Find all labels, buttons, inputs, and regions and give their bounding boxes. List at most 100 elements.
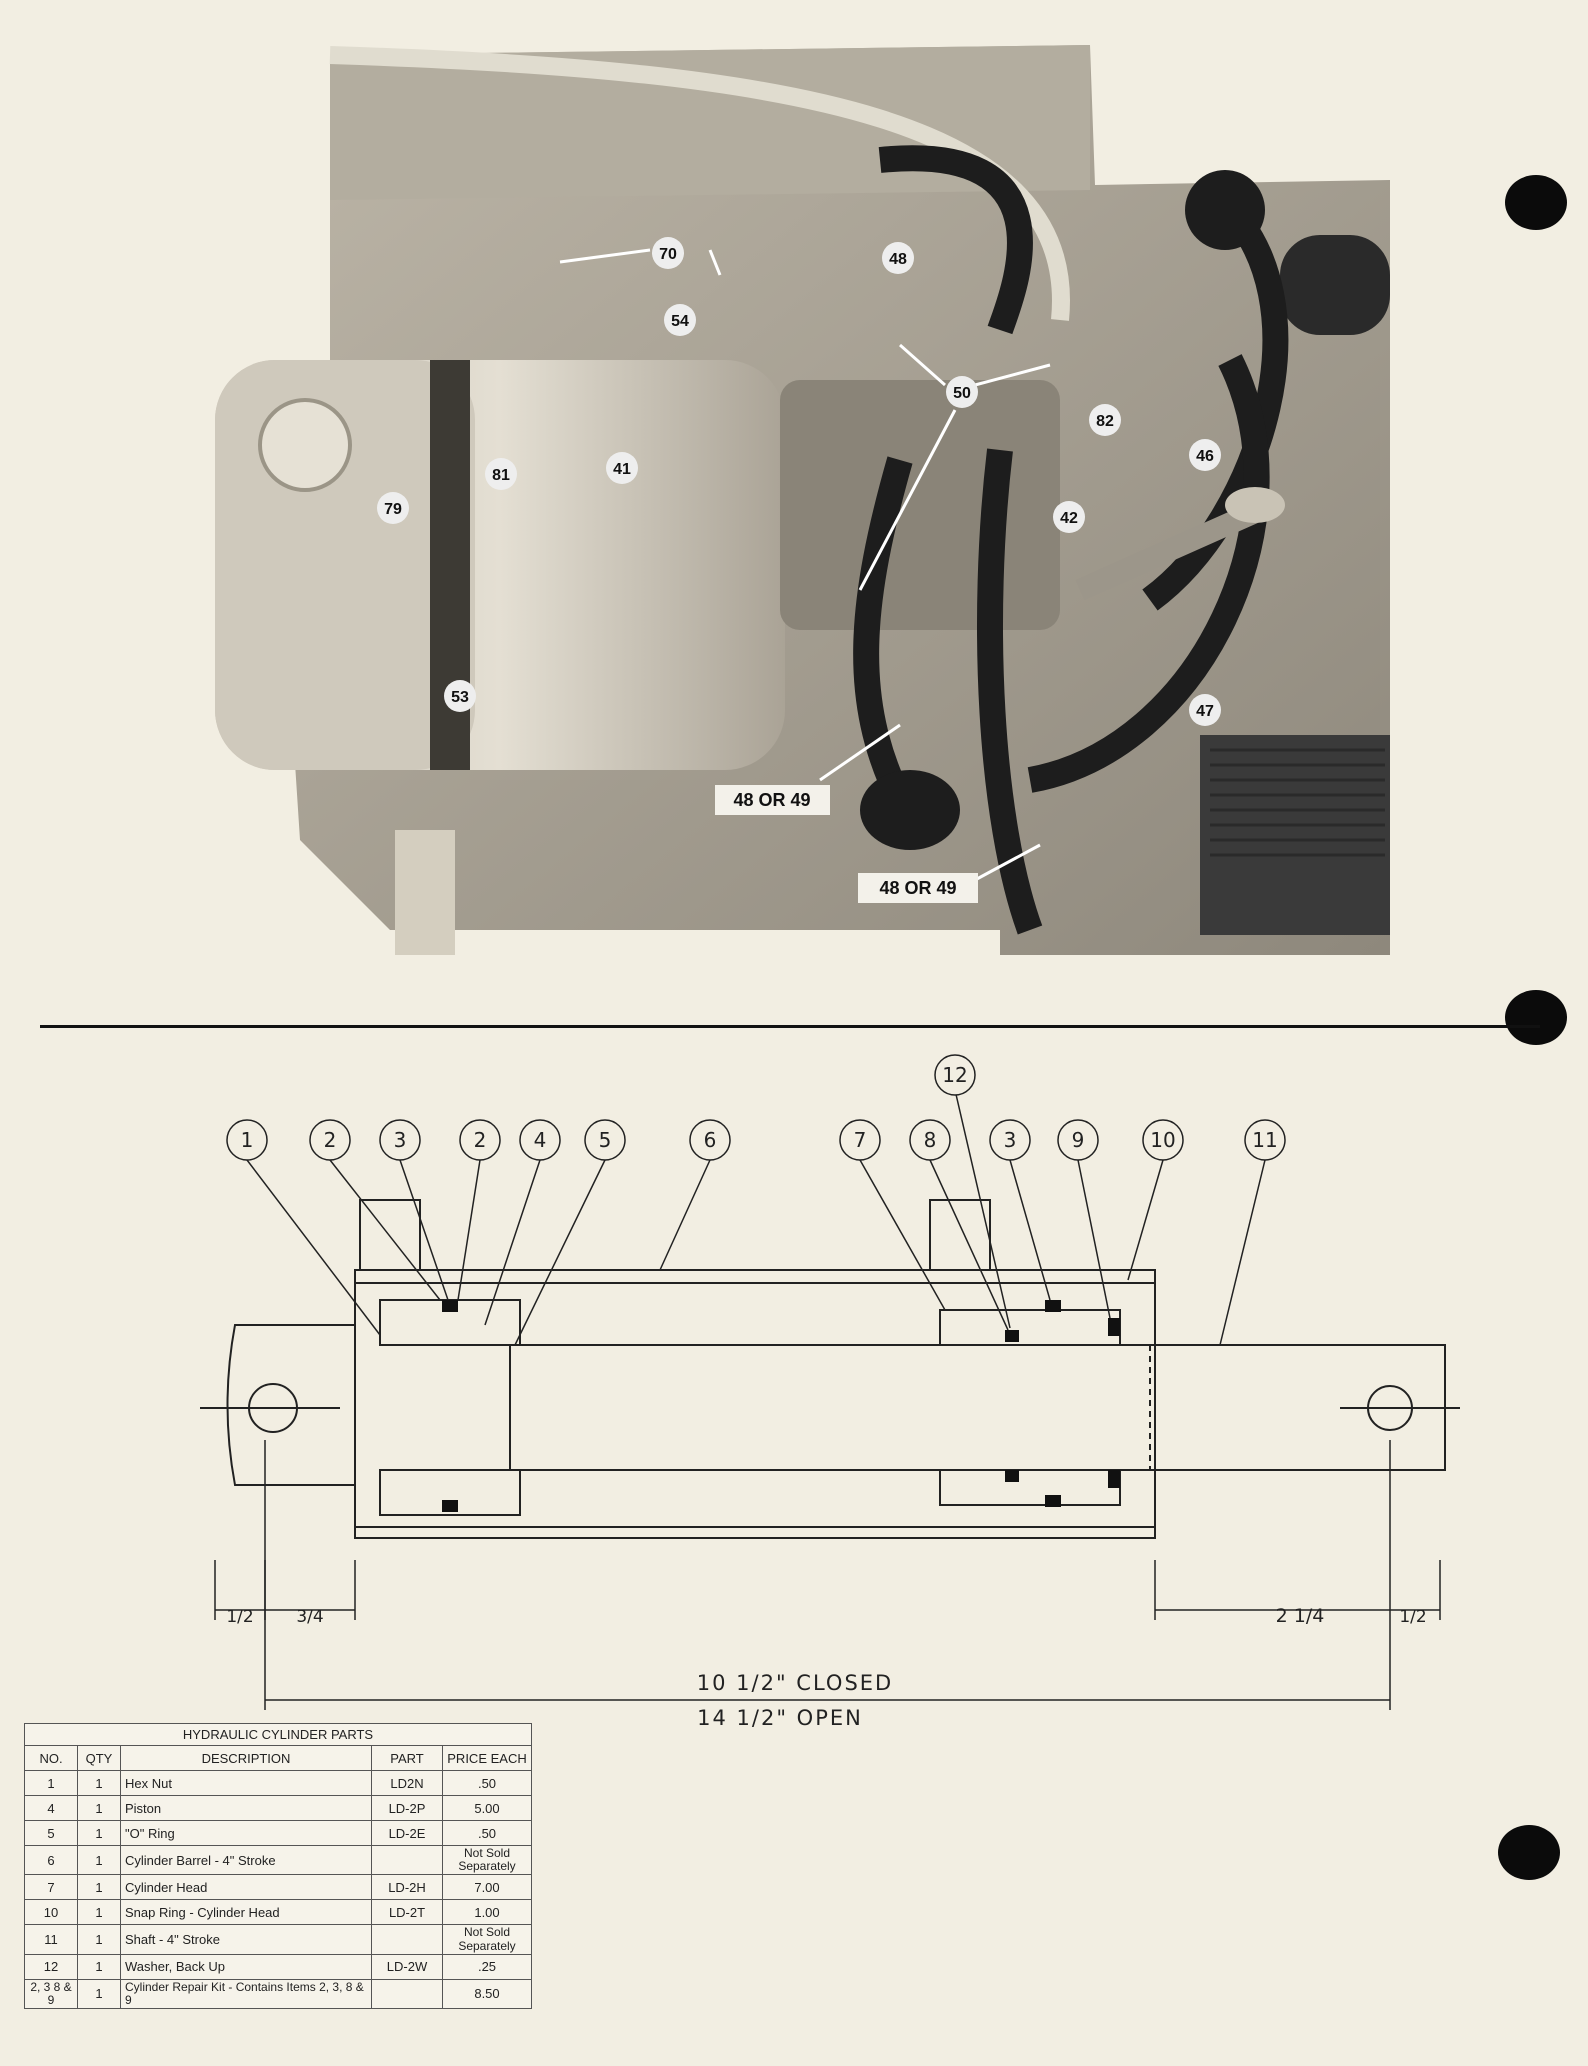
svg-text:8: 8: [924, 1128, 937, 1152]
cell-part: [371, 1844, 443, 1876]
cell-part: [371, 1924, 443, 1955]
cell-qty: 1: [77, 1978, 121, 2010]
svg-text:46: 46: [1196, 448, 1214, 465]
photo-callout-41: 41: [606, 452, 638, 484]
svg-text:4: 4: [534, 1128, 547, 1152]
cell-qty: 1: [77, 1874, 121, 1901]
section-divider: [40, 1025, 1540, 1028]
cell-price: 1.00: [442, 1899, 532, 1926]
svg-text:48 OR 49: 48 OR 49: [879, 878, 956, 898]
cell-qty: 1: [77, 1820, 121, 1846]
cell-no: 12: [24, 1953, 78, 1980]
binder-hole-top: [1505, 175, 1567, 230]
cell-price: 5.00: [442, 1795, 532, 1821]
svg-text:10 1/2" CLOSED: 10 1/2" CLOSED: [697, 1671, 893, 1695]
cell-no: 6: [24, 1844, 78, 1876]
svg-text:10: 10: [1150, 1128, 1175, 1152]
table-row: 5 1 "O" Ring LD-2E .50: [24, 1820, 532, 1846]
cell-description: Cylinder Head: [120, 1874, 372, 1901]
drawing-callout-9: 9: [1057, 1119, 1099, 1161]
photo-callout-42: 42: [1053, 501, 1085, 533]
drawing-callout-7: 7: [839, 1119, 881, 1161]
photo-callout-79: 79: [377, 492, 409, 524]
hydraulic-pump-photo: 70 48 54 50 82 46 41 81 79 42 53 47 48 O…: [215, 45, 1390, 955]
cell-qty: 1: [77, 1770, 121, 1796]
drawing-callout-3: 3: [379, 1119, 421, 1161]
photo-callout-82: 82: [1089, 404, 1121, 436]
photo-tag-48-or-49-a: 48 OR 49: [715, 723, 901, 815]
cell-description: Piston: [120, 1795, 372, 1821]
dim-right-half: 1/2: [1399, 1607, 1426, 1627]
svg-text:1/2: 1/2: [1399, 1607, 1426, 1627]
table-row: 1 1 Hex Nut LD2N .50: [24, 1770, 532, 1796]
cell-description: Washer, Back Up: [120, 1953, 372, 1980]
cell-price: 7.00: [442, 1874, 532, 1901]
cell-qty: 1: [77, 1795, 121, 1821]
svg-text:1/2: 1/2: [226, 1607, 253, 1627]
svg-text:9: 9: [1072, 1128, 1085, 1152]
svg-text:41: 41: [613, 461, 631, 478]
header-qty: QTY: [77, 1745, 121, 1771]
svg-text:12: 12: [942, 1063, 967, 1087]
svg-text:2: 2: [474, 1128, 487, 1152]
drawing-callout-6: 6: [689, 1119, 731, 1161]
dim-closed-length: 10 1/2" CLOSED: [697, 1671, 893, 1695]
cell-no: 1: [24, 1770, 78, 1796]
cell-description: Cylinder Barrel - 4" Stroke: [120, 1844, 372, 1876]
cell-price: .25: [442, 1953, 532, 1980]
drawing-callout-1: 1: [226, 1119, 268, 1161]
cell-qty: 1: [77, 1953, 121, 1980]
cell-part: LD-2E: [371, 1820, 443, 1846]
cell-part: LD2N: [371, 1770, 443, 1796]
drawing-callout-11: 11: [1244, 1119, 1286, 1161]
cell-price: Not Sold Separately: [442, 1924, 532, 1955]
drawing-callout-2: 2: [309, 1119, 351, 1161]
photo-callout-46: 46: [1189, 439, 1221, 471]
drawing-callout-4: 4: [519, 1119, 561, 1161]
cell-part: LD-2W: [371, 1953, 443, 1980]
svg-text:48 OR 49: 48 OR 49: [733, 790, 810, 810]
svg-text:81: 81: [492, 467, 510, 484]
cell-part: LD-2T: [371, 1899, 443, 1926]
svg-text:82: 82: [1096, 413, 1114, 430]
svg-text:54: 54: [671, 313, 689, 330]
drawing-callout-3b: 3: [989, 1119, 1031, 1161]
table-row: 10 1 Snap Ring - Cylinder Head LD-2T 1.0…: [24, 1899, 532, 1926]
svg-text:7: 7: [854, 1128, 867, 1152]
cell-no: 5: [24, 1820, 78, 1846]
svg-text:3: 3: [1004, 1128, 1017, 1152]
drawing-callout-12: 12: [934, 1054, 976, 1096]
svg-text:11: 11: [1252, 1128, 1277, 1152]
drawing-callout-8: 8: [909, 1119, 951, 1161]
dim-left-half: 1/2: [226, 1607, 253, 1627]
svg-text:6: 6: [704, 1128, 717, 1152]
cell-price: 8.50: [442, 1978, 532, 2010]
cell-qty: 1: [77, 1899, 121, 1926]
svg-text:3: 3: [394, 1128, 407, 1152]
dim-open-length: 14 1/2" OPEN: [697, 1706, 863, 1730]
drawing-callout-5: 5: [584, 1119, 626, 1161]
binder-hole-middle: [1505, 990, 1567, 1045]
cell-price: .50: [442, 1820, 532, 1846]
header-description: DESCRIPTION: [120, 1745, 372, 1771]
table-row: 11 1 Shaft - 4" Stroke Not Sold Separate…: [24, 1924, 532, 1955]
cell-part: LD-2H: [371, 1874, 443, 1901]
table-row: 4 1 Piston LD-2P 5.00: [24, 1795, 532, 1821]
svg-text:5: 5: [599, 1128, 612, 1152]
hydraulic-cylinder-parts-table: HYDRAULIC CYLINDER PARTS NO. QTY DESCRIP…: [24, 1723, 532, 2010]
cell-description: Snap Ring - Cylinder Head: [120, 1899, 372, 1926]
cell-part: [371, 1978, 443, 2010]
photo-callout-70: 70: [559, 237, 722, 276]
cell-no: 7: [24, 1874, 78, 1901]
table-row: 7 1 Cylinder Head LD-2H 7.00: [24, 1874, 532, 1901]
svg-text:47: 47: [1196, 703, 1214, 720]
photo-callout-47: 47: [1189, 694, 1221, 726]
cell-description: Shaft - 4" Stroke: [120, 1924, 372, 1955]
hydraulic-cylinder-drawing: 1 2 3 2 4 5 6 7 8 3 9 10 11 12 1/2 3/4 2…: [200, 1054, 1460, 1730]
table-header-row: NO. QTY DESCRIPTION PART PRICE EACH: [24, 1745, 532, 1771]
cell-description: "O" Ring: [120, 1820, 372, 1846]
svg-text:79: 79: [384, 501, 402, 518]
cell-description: Cylinder Repair Kit - Contains Items 2, …: [120, 1978, 372, 2010]
binder-hole-bottom: [1498, 1825, 1560, 1880]
svg-text:14 1/2" OPEN: 14 1/2" OPEN: [697, 1706, 863, 1730]
